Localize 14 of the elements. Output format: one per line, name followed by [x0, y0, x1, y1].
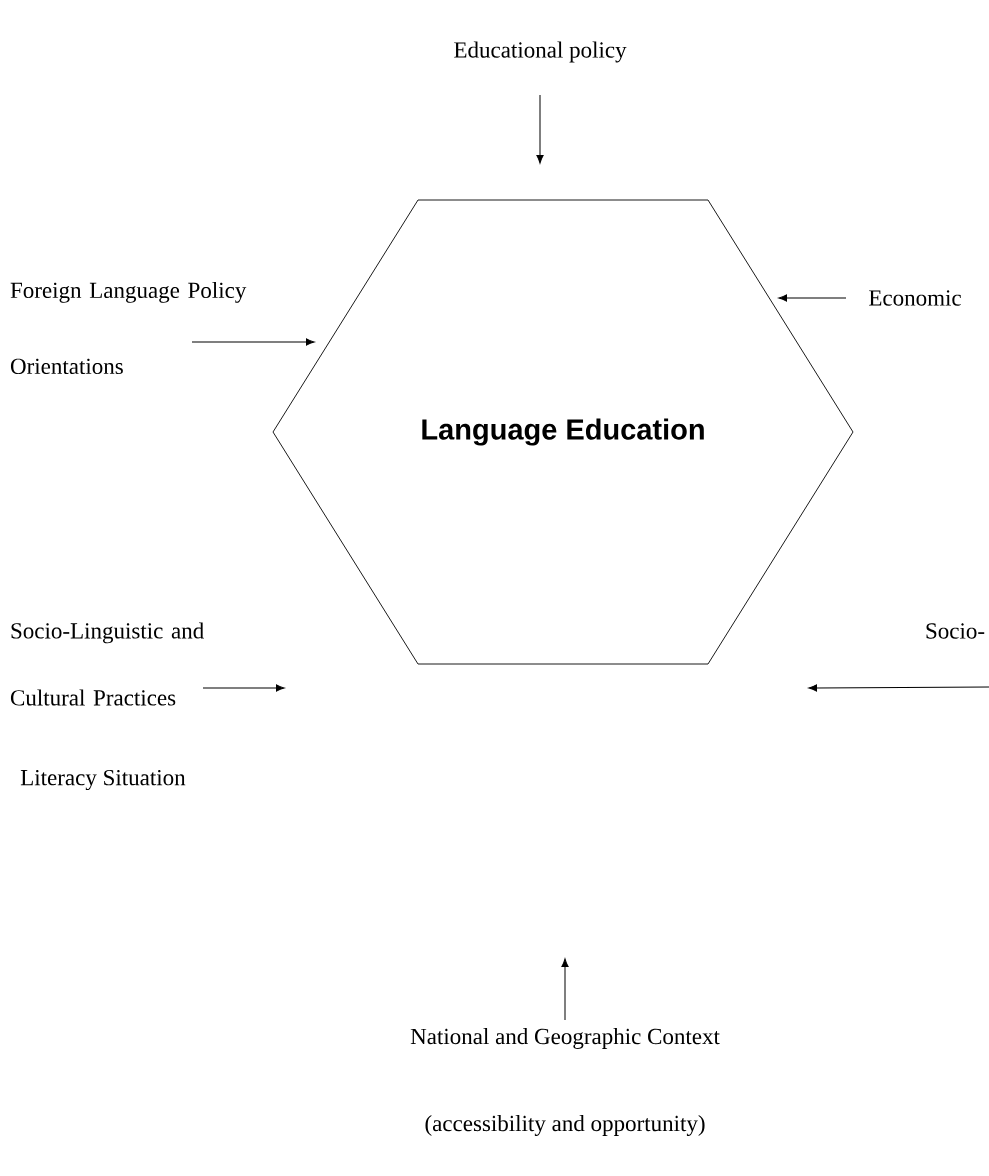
- label: Literacy Situation: [20, 769, 186, 791]
- factor-text: Educational policy: [454, 41, 627, 63]
- arrow: [561, 958, 569, 1021]
- arrow: [778, 294, 847, 302]
- factor-text: Economic: [869, 290, 961, 306]
- hexagon: Language Education: [272, 199, 854, 665]
- factor-text: Foreign Language Policy Orientations: [10, 281, 247, 375]
- factor-text: Socio-Linguistic and Cultural Practices: [10, 622, 204, 706]
- arrow: [191, 338, 315, 346]
- factor-text: Socio-: [926, 623, 985, 639]
- arrow: [808, 684, 989, 692]
- factor-text: National and Geographic Context (accessibility and opportunity): [410, 1028, 720, 1136]
- arrow: [202, 684, 285, 692]
- arrow: [536, 94, 544, 164]
